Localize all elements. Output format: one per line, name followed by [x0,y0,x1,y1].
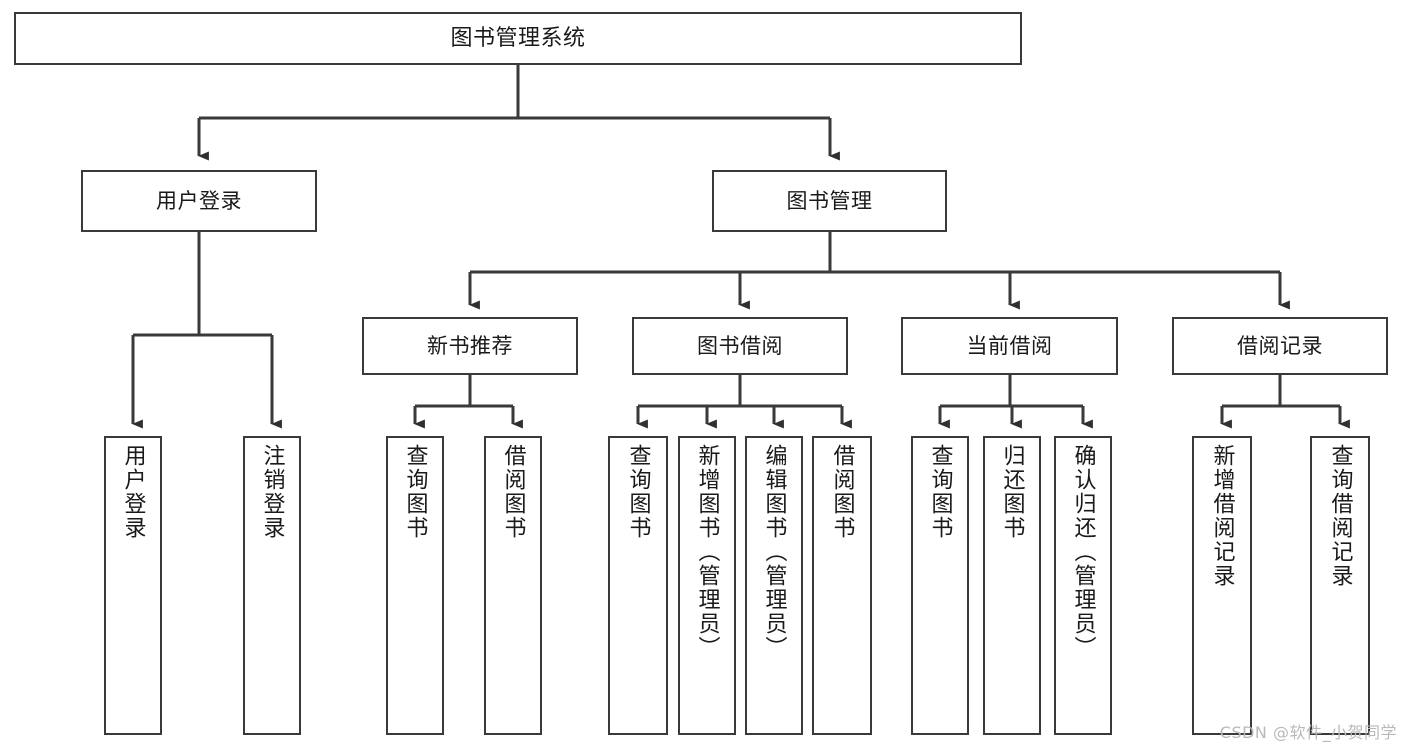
node-leaf-return-book-label: 归还图书 [999,444,1025,540]
node-leaf-query-book-3[interactable]: 查询图书 [911,436,969,735]
node-leaf-return-book[interactable]: 归还图书 [983,436,1041,735]
node-leaf-add-record-label: 新增借阅记录 [1209,444,1235,588]
node-leaf-query-book-2[interactable]: 查询图书 [608,436,668,735]
node-leaf-borrow-book-2[interactable]: 借阅图书 [812,436,872,735]
node-leaf-confirm-return[interactable]: 确认归还（管理员） [1054,436,1112,735]
node-leaf-query-book-2-label: 查询图书 [625,444,651,540]
node-leaf-user-login-label: 用户登录 [120,444,146,540]
node-leaf-edit-book-label: 编辑图书（管理员） [761,444,787,660]
node-leaf-query-book-1-label: 查询图书 [402,444,428,540]
node-leaf-query-book-1[interactable]: 查询图书 [386,436,444,735]
node-leaf-borrow-book-2-label: 借阅图书 [829,444,855,540]
node-root[interactable]: 图书管理系统 [14,12,1022,65]
csdn-watermark: CSDN @软件_小贺同学 [1219,723,1397,742]
node-root-label: 图书管理系统 [450,25,586,51]
node-leaf-add-record[interactable]: 新增借阅记录 [1192,436,1252,735]
node-book-manage-label: 图书管理 [786,188,873,213]
node-user-login[interactable]: 用户登录 [81,170,317,232]
node-leaf-add-book-label: 新增图书（管理员） [694,444,720,660]
node-leaf-borrow-book-1-label: 借阅图书 [500,444,526,540]
node-new-book-rec-label: 新书推荐 [427,333,513,358]
node-book-borrow[interactable]: 图书借阅 [632,317,848,375]
node-book-manage[interactable]: 图书管理 [712,170,947,232]
node-book-borrow-label: 图书借阅 [697,333,783,358]
node-leaf-logout-label: 注销登录 [259,444,285,540]
node-leaf-query-book-3-label: 查询图书 [927,444,953,540]
node-leaf-logout[interactable]: 注销登录 [243,436,301,735]
node-current-borrow-label: 当前借阅 [966,333,1053,358]
node-leaf-user-login[interactable]: 用户登录 [104,436,162,735]
node-current-borrow[interactable]: 当前借阅 [901,317,1118,375]
node-leaf-add-book[interactable]: 新增图书（管理员） [678,436,736,735]
node-new-book-rec[interactable]: 新书推荐 [362,317,578,375]
node-leaf-edit-book[interactable]: 编辑图书（管理员） [745,436,803,735]
node-borrow-record-label: 借阅记录 [1237,333,1323,358]
node-user-login-label: 用户登录 [156,188,242,213]
node-leaf-borrow-book-1[interactable]: 借阅图书 [484,436,542,735]
node-borrow-record[interactable]: 借阅记录 [1172,317,1388,375]
node-leaf-query-record[interactable]: 查询借阅记录 [1310,436,1370,735]
node-leaf-confirm-return-label: 确认归还（管理员） [1070,444,1096,660]
node-leaf-query-record-label: 查询借阅记录 [1327,444,1353,588]
